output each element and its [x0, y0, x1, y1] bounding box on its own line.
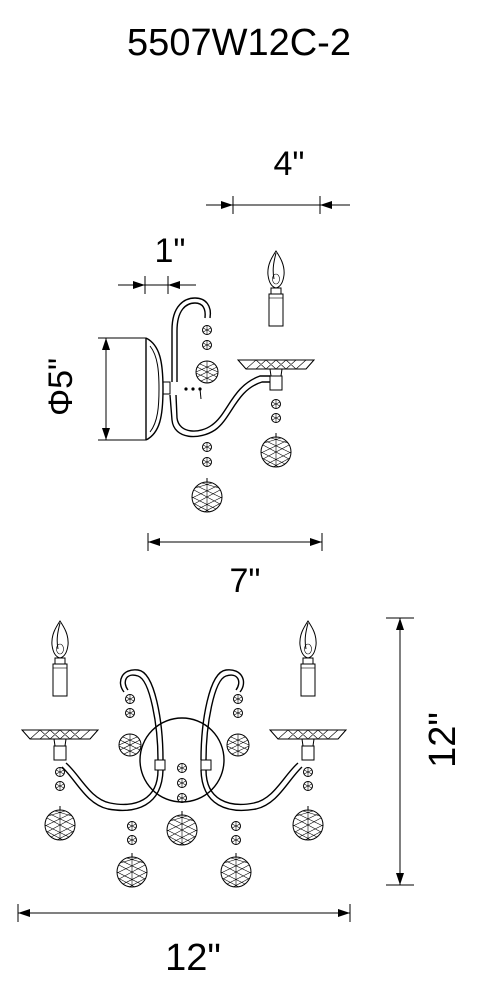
front-view: 12" 12"	[17, 617, 464, 979]
crystal-chain-lower-right	[220, 821, 252, 888]
dim-depth-line	[206, 196, 350, 214]
crystal-chain-upper-right	[226, 694, 250, 757]
dim-depth-label: 4"	[274, 145, 305, 183]
dim-width-label: 12"	[165, 937, 221, 979]
crystal-chain-upper	[195, 325, 219, 384]
dim-height-line	[386, 617, 414, 886]
dim-projection-line	[147, 533, 323, 551]
dim-offset-label: 1"	[155, 232, 186, 270]
dim-height-label: 12"	[422, 712, 464, 768]
model-number: 5507W12C-2	[127, 22, 351, 64]
candle-front-left	[21, 620, 99, 841]
dim-plate-label: Φ5"	[42, 358, 80, 416]
candle-front-right	[269, 620, 347, 841]
crystal-chain-lower-left	[116, 821, 148, 888]
dim-offset-line	[118, 276, 196, 294]
crystal-chain-lower	[191, 442, 223, 513]
dim-width-line	[17, 904, 351, 922]
arm-side	[169, 297, 270, 438]
crystal-chain-upper-left	[118, 694, 142, 757]
candle-side	[237, 250, 315, 468]
dim-plate-line	[98, 337, 146, 441]
wall-plate-front	[139, 717, 225, 803]
wall-plate-side	[145, 337, 171, 441]
arm-front-right	[200, 669, 303, 812]
dim-projection-label: 7"	[230, 562, 261, 600]
crystal-chain-center	[166, 763, 198, 846]
arm-front-left	[61, 669, 164, 812]
side-view: 4" 1" Φ5"	[42, 145, 350, 600]
